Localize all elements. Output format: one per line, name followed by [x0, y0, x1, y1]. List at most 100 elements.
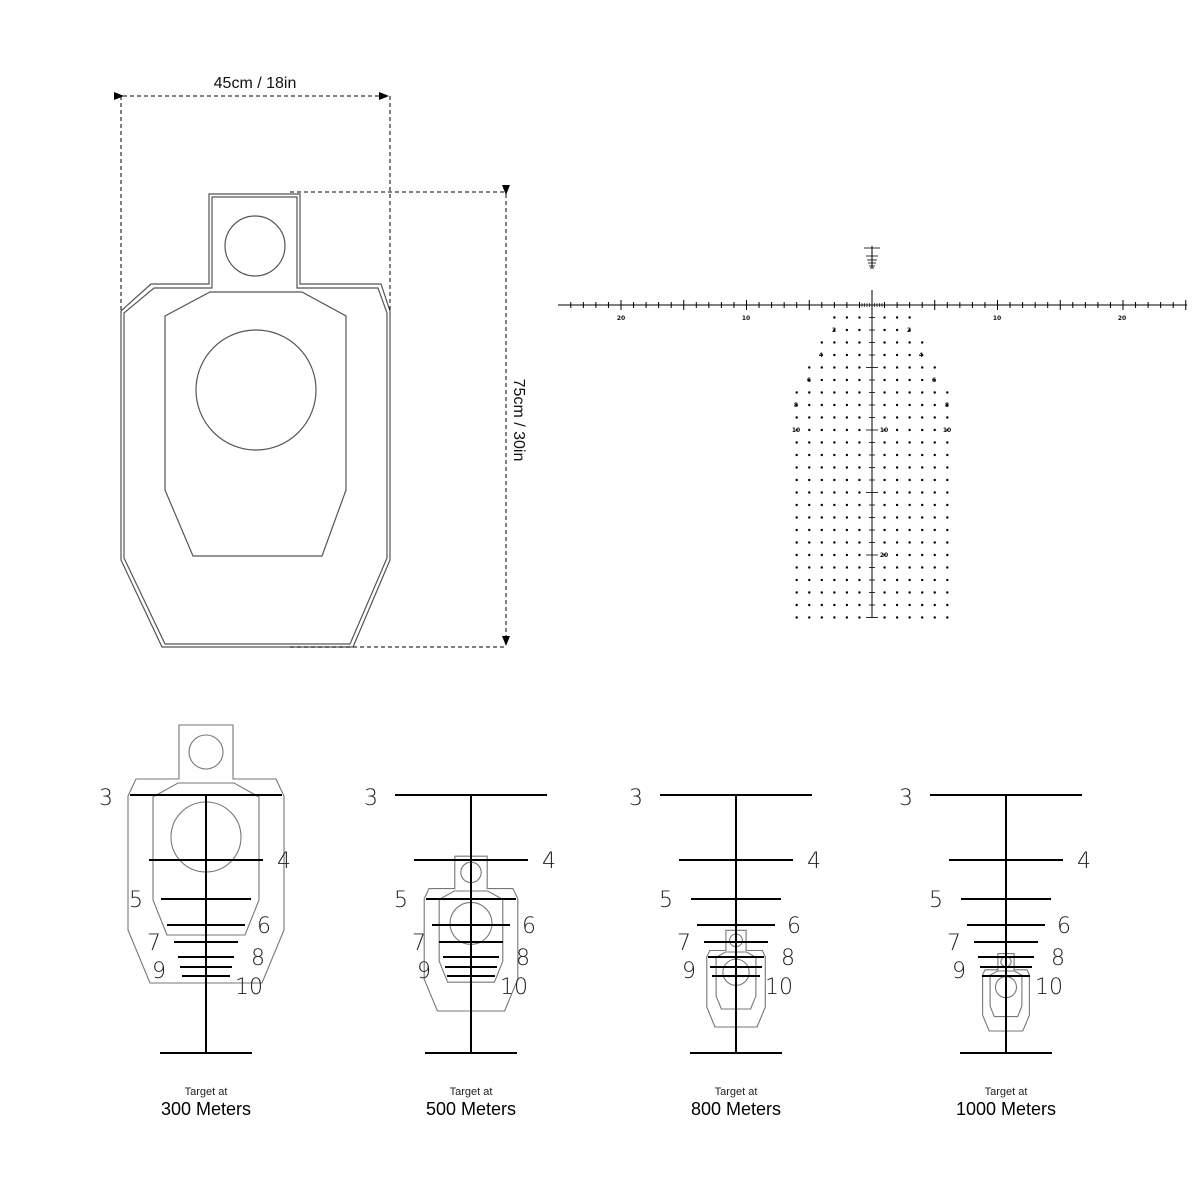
reticle-dot	[833, 441, 836, 444]
reticle-dot	[795, 478, 798, 482]
reticle-dot	[883, 391, 886, 394]
holdover-label: 3	[899, 786, 913, 811]
target-body-zone	[152, 782, 260, 936]
reticle-dot	[820, 566, 823, 569]
reticle-dot	[933, 416, 936, 419]
reticle-dot	[858, 453, 861, 457]
reticle-dot	[845, 378, 849, 382]
reticle-dot	[795, 616, 798, 619]
reticle-dot	[883, 578, 886, 582]
reticle-top-scale	[864, 247, 880, 269]
reticle-ticks	[570, 300, 1187, 618]
reticle-dot	[946, 403, 949, 407]
reticle-dot	[921, 441, 924, 444]
reticle-dot	[946, 603, 949, 607]
reticle-dot	[933, 366, 936, 369]
reticle-dot	[883, 441, 886, 444]
reticle-dot	[833, 478, 836, 482]
reticle-dot	[946, 591, 949, 594]
reticle-dot	[921, 491, 924, 494]
reticle-dot	[858, 553, 861, 557]
center-label-10: 10	[880, 427, 888, 434]
reticle-dot	[895, 366, 899, 369]
height-dimension: 75cm / 30in	[290, 185, 527, 648]
reticle-dot	[845, 491, 849, 494]
reticle-dot	[933, 441, 936, 444]
holdover-label: 6	[1057, 914, 1071, 939]
reticle-dot	[845, 366, 849, 369]
reticle-dot	[833, 603, 836, 607]
reticle-dot	[921, 503, 924, 507]
reticle-dot	[820, 553, 823, 557]
reticle-dot	[921, 366, 924, 369]
holdover-label: 5	[659, 888, 673, 913]
reticle-dot	[946, 528, 949, 532]
target-outline	[706, 929, 766, 1028]
reticle-dot	[895, 391, 899, 394]
reticle-dot	[833, 528, 836, 532]
target-outer-outline	[120, 193, 391, 648]
reticle-dot	[795, 503, 798, 507]
reticle-dot	[833, 578, 836, 582]
reticle-label-left-20: 20	[617, 315, 625, 322]
range-caption-line2: 500 Meters	[426, 1099, 516, 1119]
reticle-dot-grid	[795, 316, 949, 619]
reticle-dot	[895, 553, 899, 557]
reticle-dot	[858, 353, 861, 357]
holdover-label: 10	[500, 975, 528, 1000]
reticle-dot	[883, 428, 886, 432]
reticle-dot	[820, 403, 823, 407]
reticle-dot	[858, 578, 861, 582]
reticle-dot	[820, 441, 823, 444]
reticle-dot	[808, 591, 811, 594]
reticle-dot	[833, 591, 836, 594]
reticle-dot	[895, 478, 899, 482]
reticle-dot	[946, 453, 949, 457]
reticle-dot	[808, 403, 811, 407]
reticle-dot	[883, 403, 886, 407]
reticle-dot	[808, 516, 811, 519]
reticle-dot	[895, 353, 899, 357]
reticle-dot	[933, 428, 936, 432]
reticle-dot	[795, 428, 798, 432]
reticle-dot	[808, 453, 811, 457]
reticle-dot	[820, 478, 823, 482]
reticle-dot	[908, 566, 911, 569]
reticle-dot	[808, 428, 811, 432]
reticle-dot	[833, 341, 836, 344]
target-outline	[127, 724, 285, 984]
holdover-label-right-2: 2	[907, 327, 911, 334]
reticle-dot	[908, 578, 911, 582]
reticle-dot	[858, 341, 861, 344]
reticle-dot	[895, 328, 899, 332]
target-outline	[423, 855, 519, 1012]
reticle-dot	[921, 428, 924, 432]
reticle-dot	[845, 353, 849, 357]
reticle-dot	[921, 616, 924, 619]
reticle-dot	[883, 528, 886, 532]
reticle-dot	[833, 616, 836, 619]
reticle-dot	[795, 466, 798, 469]
reticle-dot	[845, 591, 849, 594]
reticle-dot	[883, 353, 886, 357]
reticle-dot	[858, 378, 861, 382]
target-outer-outline-inner	[123, 196, 388, 645]
reticle-dot	[833, 453, 836, 457]
holdover-label: 8	[251, 946, 265, 971]
reticle-dot	[820, 416, 823, 419]
reticle-dot	[820, 391, 823, 394]
reticle-label-left-10: 10	[742, 315, 750, 322]
reticle-dot	[921, 391, 924, 394]
body-zone-outline	[164, 291, 347, 557]
reticle-dot	[921, 353, 924, 357]
reticle-dot	[795, 541, 798, 544]
reticle-dot	[895, 591, 899, 594]
reticle-dot	[858, 391, 861, 394]
reticle-dot	[858, 441, 861, 444]
reticle-dot	[908, 478, 911, 482]
reticle-dot	[833, 541, 836, 544]
holdover-label: 4	[542, 849, 556, 874]
reticle-dot	[933, 453, 936, 457]
